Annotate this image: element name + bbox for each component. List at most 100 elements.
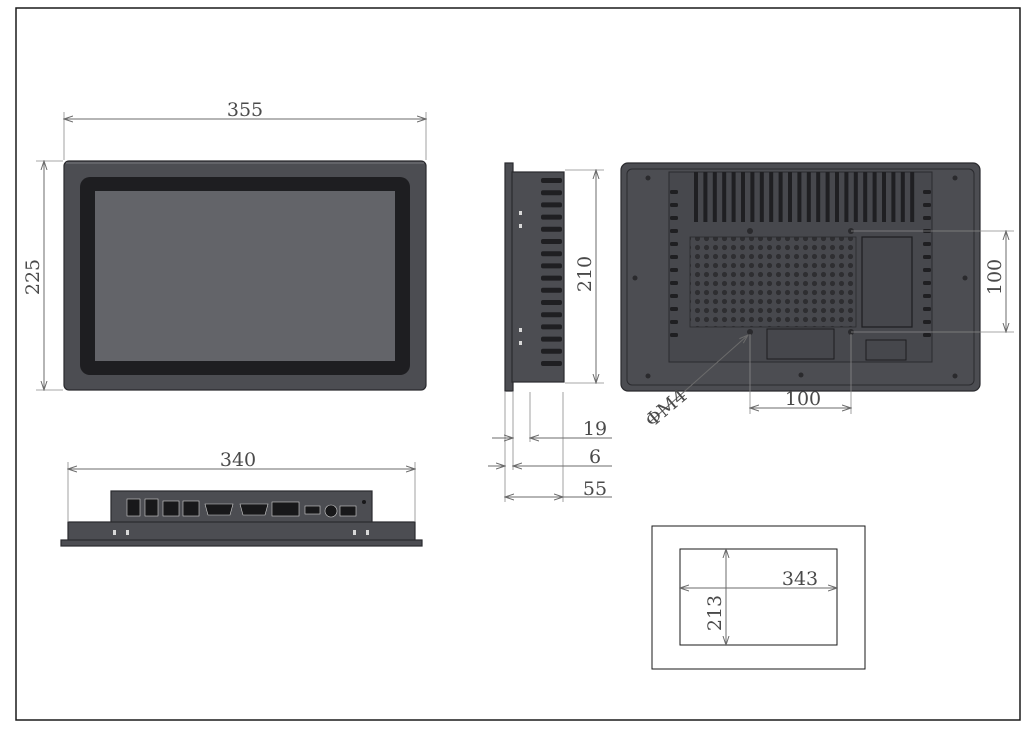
back-top-fin	[825, 172, 830, 222]
back-top-fin	[797, 172, 802, 222]
bottom-bezel-lip	[60, 539, 423, 547]
depth-55-label: 55	[583, 478, 607, 500]
back-left-fin	[670, 268, 678, 272]
back-top-fin	[910, 172, 915, 222]
back-right-fin	[923, 242, 931, 246]
back-left-fin	[670, 255, 678, 259]
back-top-fin	[788, 172, 792, 222]
back-top-fin	[769, 172, 774, 222]
back-left-fin	[670, 333, 678, 337]
front-width-label: 355	[227, 99, 263, 121]
side-view	[504, 162, 565, 392]
back-top-fin	[891, 172, 896, 222]
side-fin	[541, 190, 562, 196]
side-fin	[541, 226, 562, 232]
bottom-front-panel	[67, 521, 416, 542]
back-right-fin	[923, 320, 931, 324]
side-fin	[541, 300, 562, 305]
side-fin	[541, 287, 562, 293]
front-height-dimension: 225	[22, 161, 63, 390]
back-top-fin	[853, 172, 858, 222]
back-right-fin	[923, 268, 931, 272]
back-top-fin	[750, 172, 755, 222]
side-fin	[541, 312, 562, 318]
back-top-fin	[835, 172, 839, 222]
back-label-plate	[861, 236, 913, 328]
lan-port-1	[162, 500, 180, 517]
back-right-fin	[923, 255, 931, 259]
back-left-fin	[670, 203, 678, 207]
back-top-fin	[872, 172, 877, 222]
side-fin	[541, 324, 562, 330]
back-top-fin	[694, 172, 698, 222]
back-top-fin	[703, 172, 708, 222]
dc-in-port	[339, 505, 357, 517]
back-top-fin	[816, 172, 821, 222]
back-left-fin	[670, 281, 678, 285]
cutout-width-label: 343	[782, 568, 818, 590]
side-fin	[541, 348, 562, 354]
back-top-fin	[806, 172, 811, 222]
bottom-view	[60, 490, 423, 547]
back-top-fin	[741, 172, 745, 222]
bottom-width-dimension: 340	[68, 449, 415, 521]
gpio-terminal	[271, 501, 300, 517]
hdmi-port	[304, 505, 321, 515]
front-screen	[95, 191, 395, 361]
usb-port-2	[144, 498, 159, 517]
side-height-label: 210	[574, 256, 596, 292]
back-right-fin	[923, 307, 931, 311]
back-top-fin	[882, 172, 886, 222]
side-fin	[541, 361, 562, 366]
front-view	[63, 160, 427, 391]
side-fin	[541, 178, 562, 183]
back-view	[620, 162, 981, 392]
lan-port-2	[182, 500, 200, 517]
side-depth-dimensions: 19 6 55	[488, 392, 612, 502]
bottom-width-label: 340	[220, 449, 256, 471]
back-top-fin	[712, 172, 717, 222]
front-width-dimension: 355	[64, 99, 426, 160]
side-heatsink-fins	[541, 178, 562, 366]
drawing-frame	[15, 7, 1021, 721]
cutout-height-label: 213	[704, 595, 726, 631]
back-vent-grille	[689, 236, 857, 328]
back-right-fin	[923, 333, 931, 337]
back-top-fin	[759, 172, 764, 222]
back-top-fin	[900, 172, 905, 222]
back-top-fin	[863, 172, 868, 222]
side-fin	[541, 275, 562, 281]
back-right-fin	[923, 281, 931, 285]
side-fin	[541, 336, 562, 342]
depth-6-label: 6	[589, 446, 601, 468]
back-left-fin	[670, 320, 678, 324]
back-top-fin	[844, 172, 849, 222]
front-height-label: 225	[22, 259, 44, 295]
side-fin	[541, 239, 562, 244]
back-left-fin	[670, 294, 678, 298]
side-fin	[541, 202, 562, 208]
back-left-fin	[670, 307, 678, 311]
back-top-fins	[694, 172, 915, 222]
side-height-dimension: 210	[565, 170, 604, 383]
back-right-fin	[923, 216, 931, 220]
depth-19-label: 19	[583, 418, 607, 440]
vesa-horizontal-label: 100	[785, 388, 821, 410]
back-top-fin	[778, 172, 783, 222]
usb-port-1	[126, 498, 141, 517]
back-left-fin	[670, 242, 678, 246]
com-port-2	[239, 503, 269, 516]
power-button	[324, 504, 338, 518]
back-right-fin	[923, 203, 931, 207]
back-left-fin	[670, 229, 678, 233]
cutout-view: 343 213	[651, 525, 866, 670]
back-top-fin	[731, 172, 736, 222]
vesa-vertical-label: 100	[984, 259, 1006, 295]
side-fin	[541, 251, 562, 257]
side-fin	[541, 263, 562, 269]
back-right-fin	[923, 190, 931, 194]
back-side-fins	[670, 190, 931, 337]
back-top-fin	[722, 172, 727, 222]
cutout-opening	[679, 548, 838, 646]
